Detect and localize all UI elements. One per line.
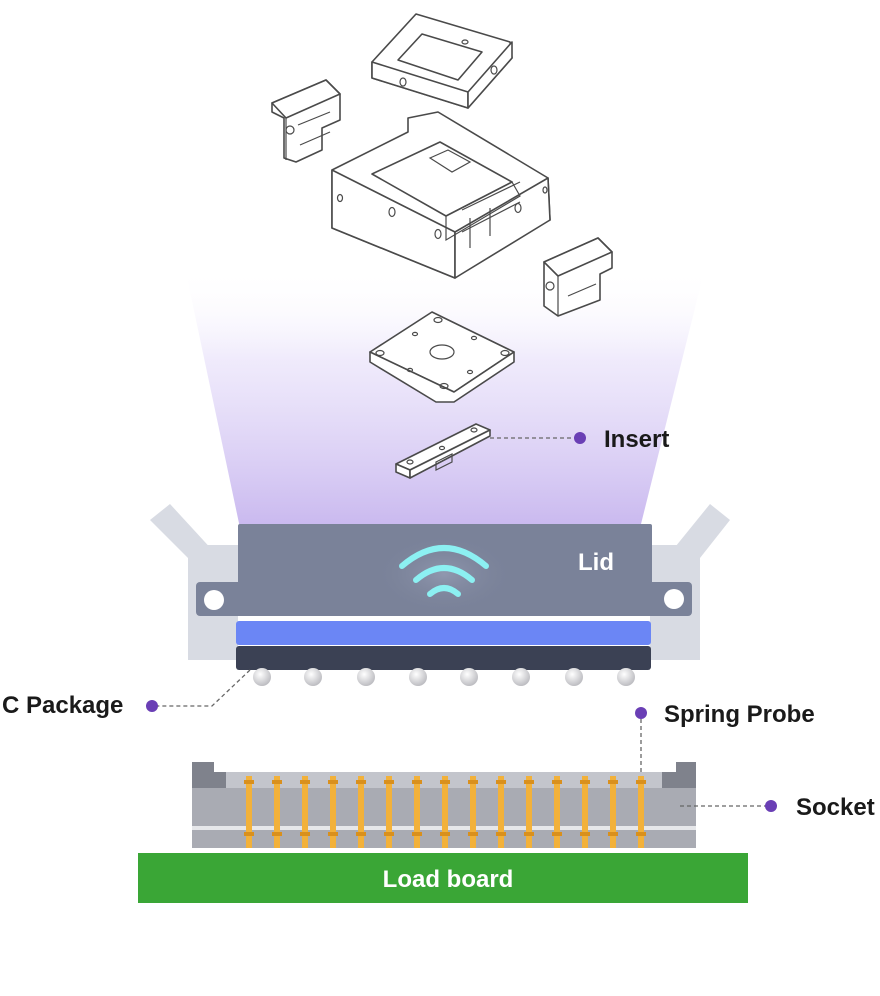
lid-arms	[150, 504, 730, 660]
spring-probe	[384, 776, 394, 848]
solder-ball	[253, 668, 271, 686]
spring-probe	[608, 776, 618, 848]
spring-probe	[440, 776, 450, 848]
solder-ball	[512, 668, 530, 686]
ic-package-body	[236, 646, 651, 670]
spring-probe	[496, 776, 506, 848]
ic-package-callout-dot	[146, 700, 158, 712]
spring-probe	[524, 776, 534, 848]
solder-ball	[357, 668, 375, 686]
load-board-label: Load board	[383, 866, 514, 893]
base-plate-part	[369, 311, 515, 403]
solder-balls	[253, 668, 635, 686]
wifi-signal-icon	[374, 534, 514, 614]
spring-probe	[580, 776, 590, 848]
left-latch-part	[271, 79, 341, 163]
ic-package-label: C Package	[2, 692, 123, 719]
solder-ball	[460, 668, 478, 686]
right-hinge-hole	[664, 589, 684, 609]
insert-label: Insert	[604, 426, 669, 453]
solder-ball	[565, 668, 583, 686]
spring-probe-label: Spring Probe	[664, 701, 815, 728]
spring-probe	[356, 776, 366, 848]
solder-ball	[409, 668, 427, 686]
spring-probe	[244, 776, 254, 848]
right-latch-part	[543, 237, 613, 317]
socket-callout-dot	[765, 800, 777, 812]
spring-probe	[468, 776, 478, 848]
spring-probe	[636, 776, 646, 848]
ic-package-leader-line	[156, 669, 251, 707]
socket-label: Socket	[796, 794, 875, 821]
spring-probe	[300, 776, 310, 848]
spring-probe-callout-dot	[635, 707, 647, 719]
spring-probe	[272, 776, 282, 848]
spring-probe	[412, 776, 422, 848]
main-body-part	[331, 111, 551, 279]
blue-plate	[236, 621, 651, 645]
lid-label: Lid	[578, 549, 614, 576]
solder-ball	[304, 668, 322, 686]
insert-part	[395, 423, 491, 479]
load-board	[138, 853, 748, 903]
top-frame-part	[371, 13, 513, 109]
spring-probes	[244, 776, 646, 848]
spring-probe	[552, 776, 562, 848]
insert-callout-dot	[574, 432, 586, 444]
left-hinge-hole	[204, 590, 224, 610]
solder-ball	[617, 668, 635, 686]
spring-probe	[328, 776, 338, 848]
